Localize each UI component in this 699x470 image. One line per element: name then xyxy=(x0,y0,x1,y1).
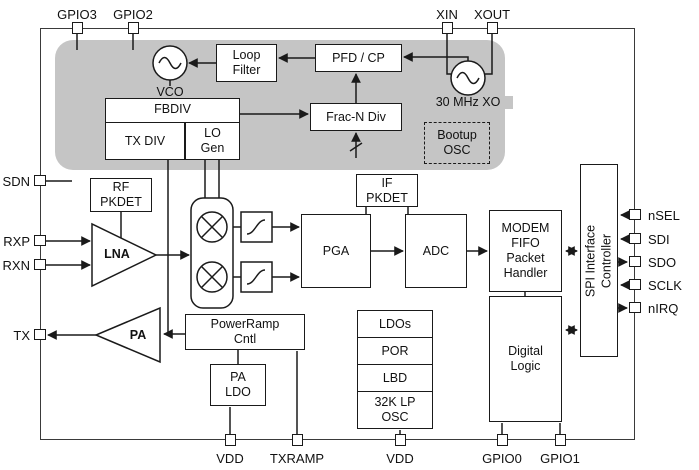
block-spi-interface: SPI Interface Controller xyxy=(580,164,618,357)
block-ldos: LDOs xyxy=(357,310,433,338)
pa-amplifier-shape xyxy=(94,306,161,364)
block-modem-fifo: MODEM FIFO Packet Handler xyxy=(489,210,562,292)
pin-label-nsel: nSEL xyxy=(648,207,680,223)
block-frac-n-div: Frac-N Div xyxy=(310,103,402,131)
block-loop-filter: Loop Filter xyxy=(216,44,277,82)
pin-label-tx: TX xyxy=(13,327,30,343)
pin-tx xyxy=(34,329,46,340)
arrow-xo-pfd xyxy=(403,52,469,62)
filter-curve-icon xyxy=(246,219,266,235)
pin-label-sdn: SDN xyxy=(2,173,30,189)
pin-sdi xyxy=(629,233,641,244)
vco-label: VCO xyxy=(146,85,194,99)
block-digital-logic: Digital Logic xyxy=(489,296,562,422)
xo-label: 30 MHz XO xyxy=(423,95,513,109)
pin-label-sclk: SCLK xyxy=(648,277,682,293)
pin-label-rxn: RXN xyxy=(2,257,30,273)
block-pa-ldo: PA LDO xyxy=(210,364,266,406)
mixer-x-icon xyxy=(200,215,224,239)
pin-vdd-2 xyxy=(395,434,406,446)
pin-rxn xyxy=(34,259,46,270)
pin-label-vdd-2: VDD xyxy=(386,450,414,466)
pin-txramp xyxy=(292,434,303,446)
block-pfd-cp: PFD / CP xyxy=(315,44,402,72)
pin-xin xyxy=(442,22,453,34)
lna-label: LNA xyxy=(104,247,130,262)
pin-sdn xyxy=(34,175,46,186)
pin-vdd-1 xyxy=(225,434,236,446)
pin-gpio3 xyxy=(72,22,83,34)
pin-sdo xyxy=(629,256,641,267)
pin-gpio1 xyxy=(555,434,566,446)
pin-gpio2 xyxy=(128,22,139,34)
filter-curve-icon xyxy=(246,269,266,285)
pin-gpio0 xyxy=(497,434,508,446)
lna-amplifier-shape xyxy=(91,222,158,288)
pin-label-xin: XIN xyxy=(436,6,458,22)
pin-label-txramp: TXRAMP xyxy=(269,450,325,466)
pin-label-nirq: nIRQ xyxy=(648,300,679,316)
pin-label-gpio3: GPIO3 xyxy=(57,6,97,22)
block-lbd: LBD xyxy=(357,364,433,392)
pa-label: PA xyxy=(129,328,147,343)
pin-nsel xyxy=(629,209,641,220)
pin-nirq xyxy=(629,302,641,313)
pin-xout xyxy=(487,22,498,34)
pin-label-gpio0: GPIO0 xyxy=(482,450,522,466)
block-lo-gen: LO Gen xyxy=(185,122,240,160)
block-32k-lp-osc: 32K LP OSC xyxy=(357,391,433,429)
block-bootup-osc: Bootup OSC xyxy=(424,122,490,164)
mixer-x-icon xyxy=(200,265,224,289)
block-powerramp-cntl: PowerRamp Cntl xyxy=(185,314,305,350)
block-if-pkdet: IF PKDET xyxy=(356,174,418,207)
wire-xin xyxy=(446,34,451,75)
block-tx-div: TX DIV xyxy=(105,122,185,160)
pin-label-sdo: SDO xyxy=(648,254,677,270)
pin-sclk xyxy=(629,279,641,290)
pin-rxp xyxy=(34,235,46,246)
block-por: POR xyxy=(357,337,433,365)
spi-interface-label: SPI Interface Controller xyxy=(583,224,613,297)
vco-sine-icon xyxy=(158,56,182,70)
wire-xout xyxy=(485,34,493,75)
pin-label-gpio2: GPIO2 xyxy=(113,6,153,22)
block-adc: ADC xyxy=(405,214,467,288)
pin-label-rxp: RXP xyxy=(3,233,30,249)
block-pga: PGA xyxy=(301,214,371,288)
pin-label-vdd-1: VDD xyxy=(216,450,244,466)
pin-label-xout: XOUT xyxy=(473,6,511,22)
block-rf-pkdet: RF PKDET xyxy=(90,178,152,212)
pin-label-gpio1: GPIO1 xyxy=(540,450,580,466)
pin-label-sdi: SDI xyxy=(648,231,670,247)
xo-sine-icon xyxy=(456,71,480,85)
